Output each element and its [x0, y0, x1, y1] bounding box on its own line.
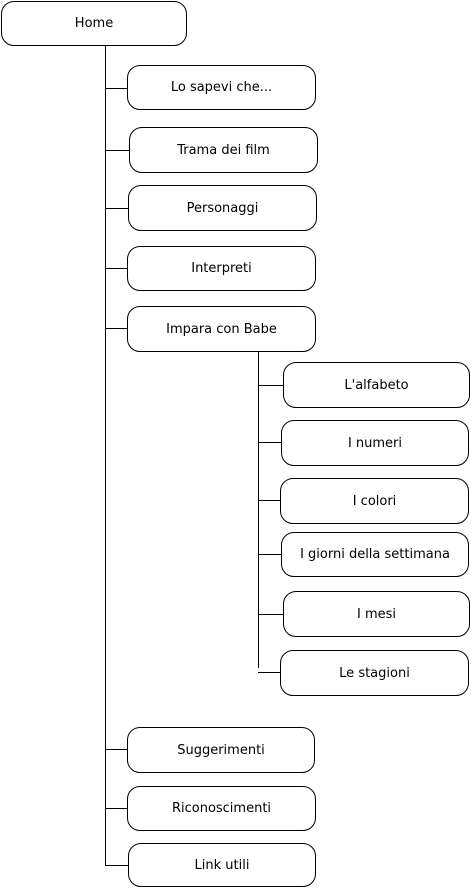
node-home[interactable]: Home — [1, 1, 187, 46]
node-interpreti[interactable]: Interpreti — [127, 246, 316, 291]
node-riconoscimenti[interactable]: Riconoscimenti — [127, 786, 316, 831]
branch-interpreti — [105, 268, 127, 269]
node-stagioni[interactable]: Le stagioni — [280, 650, 469, 696]
branch-impara — [105, 328, 127, 329]
branch-alfabeto — [258, 385, 283, 386]
branch-colori — [258, 500, 280, 501]
branch-stagioni — [258, 672, 280, 673]
branch-numeri — [258, 442, 281, 443]
node-colori[interactable]: I colori — [280, 478, 469, 524]
node-personaggi[interactable]: Personaggi — [128, 185, 317, 231]
trunk-line — [105, 46, 106, 866]
node-lo-sapevi-che[interactable]: Lo sapevi che... — [127, 65, 316, 110]
branch-link-utili — [105, 865, 128, 866]
node-impara-con-babe[interactable]: Impara con Babe — [127, 306, 316, 352]
branch-giorni — [258, 554, 281, 555]
node-numeri[interactable]: I numeri — [281, 420, 469, 466]
node-suggerimenti[interactable]: Suggerimenti — [127, 727, 315, 773]
node-link-utili[interactable]: Link utili — [128, 843, 316, 887]
branch-lo-sapevi — [105, 88, 127, 89]
branch-mesi — [258, 614, 283, 615]
branch-personaggi — [105, 208, 128, 209]
branch-riconoscimenti — [105, 808, 127, 809]
branch-trama — [105, 150, 129, 151]
node-trama-dei-film[interactable]: Trama dei film — [129, 127, 318, 173]
branch-suggerimenti — [105, 749, 127, 750]
node-giorni-settimana[interactable]: I giorni della settimana — [281, 532, 469, 577]
sub-trunk-line — [258, 351, 259, 668]
node-alfabeto[interactable]: L'alfabeto — [283, 362, 470, 408]
node-mesi[interactable]: I mesi — [283, 591, 470, 637]
